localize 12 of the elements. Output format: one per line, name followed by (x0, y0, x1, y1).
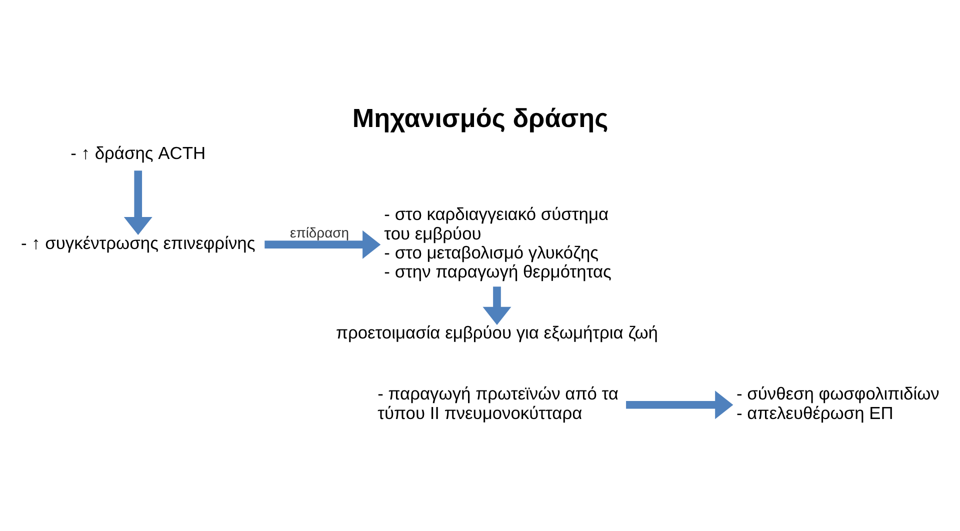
node-text: προετοιμασία εμβρύου για εξωμήτρια ζωή (336, 322, 658, 343)
arrow (124, 170, 152, 236)
node-text: - σύνθεση φωσφολιπιδίων - απελευθέρωση ΕΠ (736, 384, 940, 423)
node-text: - ↑ συγκέντρωσης επινεφρίνης (20, 232, 256, 253)
node-text: - παραγωγή πρωτεϊνών από τα τύπου II πνευμονοκύτταρα (378, 384, 618, 423)
arrow (482, 286, 512, 325)
arrow (626, 390, 734, 420)
node-text: - ↑ δράσης ACTH (70, 143, 206, 164)
node-text: - στο καρδιαγγειακό σύστημα του εμβρύου - στο μεταβολισμό γλυκόζης - στην παραγωγή θερμότητας (384, 204, 612, 282)
edge-label: επίδραση (290, 224, 349, 240)
diagram-title: Μηχανισμός δράσης (352, 103, 608, 134)
arrow (264, 230, 381, 259)
